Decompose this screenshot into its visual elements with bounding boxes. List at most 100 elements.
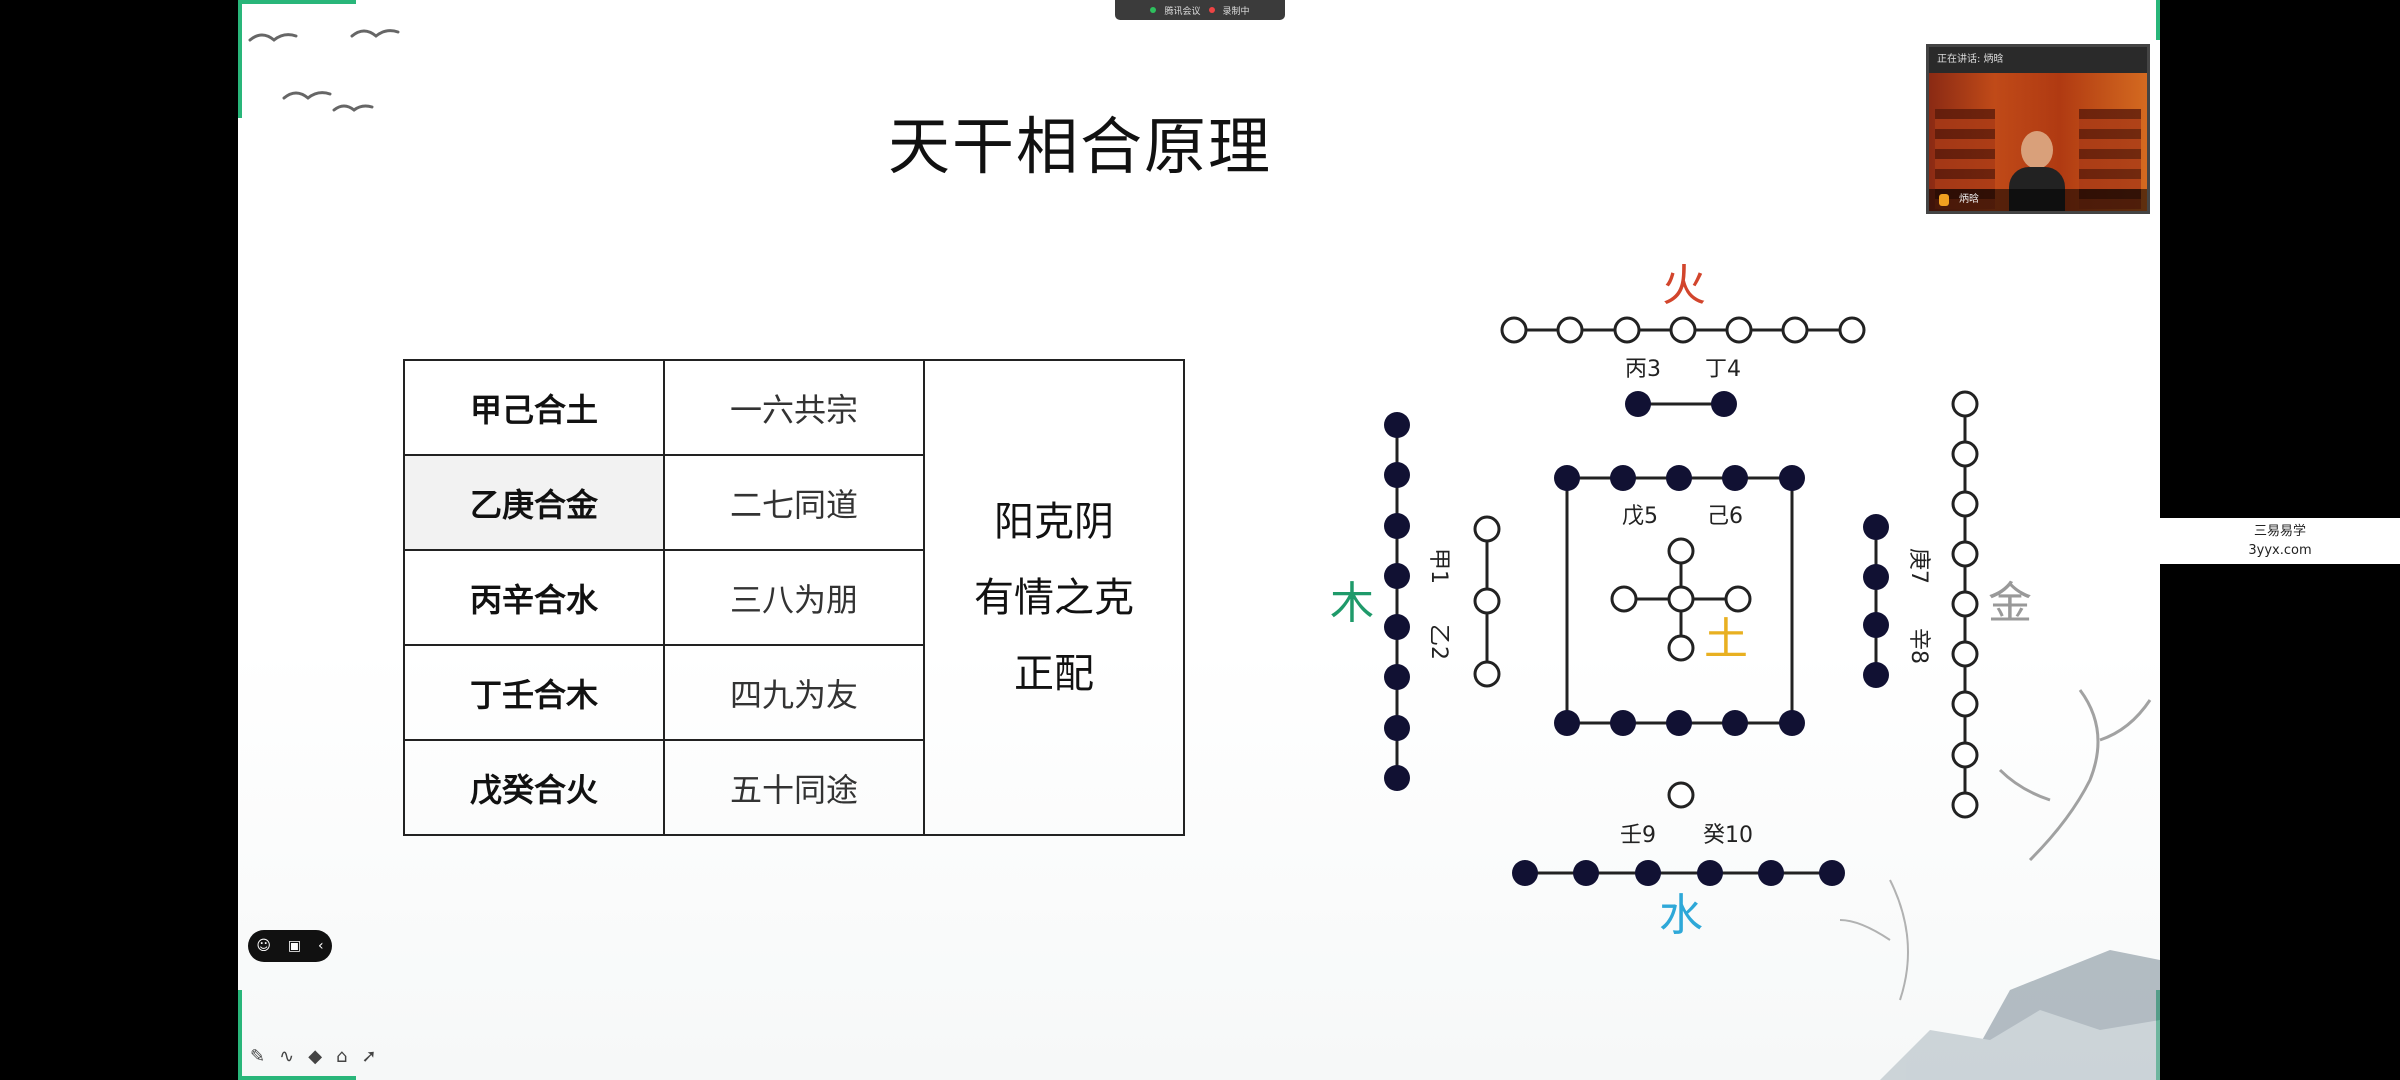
slide-title: 天干相合原理 bbox=[887, 110, 1272, 183]
corner-accent bbox=[238, 0, 356, 4]
stem-combination-table: 甲己合土 一六共宗 阳克阴 有情之克 正配 乙庚合金 二七同道 丙辛合水 三八为… bbox=[403, 359, 1185, 836]
hetu-dot-solid bbox=[1863, 514, 1889, 540]
hetu-dot-solid bbox=[1384, 513, 1410, 539]
saying-cell: 二七同道 bbox=[663, 454, 925, 551]
summary-cell: 阳克阴 有情之克 正配 bbox=[923, 359, 1185, 836]
stem-label-ding4: 丁4 bbox=[1705, 357, 1741, 382]
stem-label-jia1: 甲1 bbox=[1426, 548, 1451, 584]
meeting-app-label: 腾讯会议 bbox=[1164, 6, 1201, 17]
corner-accent bbox=[238, 1076, 356, 1080]
hetu-dot-solid bbox=[1384, 462, 1410, 488]
summary-line: 正配 bbox=[1014, 650, 1094, 697]
hetu-dot-solid bbox=[1697, 860, 1723, 886]
pair-cell: 乙庚合金 bbox=[403, 454, 665, 551]
hetu-dot-solid bbox=[1779, 465, 1805, 491]
hetu-dots bbox=[1384, 316, 1979, 886]
collapse-chevron-icon[interactable]: ‹ bbox=[317, 938, 324, 954]
hetu-dot-solid bbox=[1384, 412, 1410, 438]
corner-accent bbox=[2156, 0, 2160, 40]
hetu-dot-hollow bbox=[1667, 585, 1695, 613]
emoji-icon[interactable]: ☺ bbox=[256, 938, 272, 954]
table-row: 丁壬合木 四九为友 bbox=[403, 644, 1184, 741]
hetu-dot-solid bbox=[1610, 710, 1636, 736]
hetu-dot-hollow bbox=[1724, 585, 1752, 613]
element-water-label: 水 bbox=[1659, 890, 1703, 941]
corner-accent bbox=[238, 0, 242, 118]
watermark-line2: 3yyx.com bbox=[2248, 543, 2312, 558]
hetu-dot-hollow bbox=[1838, 316, 1866, 344]
hetu-dot-solid bbox=[1863, 662, 1889, 688]
meeting-indicator-icon bbox=[1150, 7, 1157, 13]
hetu-dot-solid bbox=[1863, 612, 1889, 638]
hetu-dot-solid bbox=[1554, 465, 1580, 491]
hetu-dot-solid bbox=[1722, 465, 1748, 491]
hetu-dot-hollow bbox=[1951, 540, 1979, 568]
hetu-dot-solid bbox=[1711, 391, 1737, 417]
hetu-dot-hollow bbox=[1669, 316, 1697, 344]
pair-cell: 甲己合土 bbox=[403, 359, 665, 456]
meeting-status-bar[interactable]: 腾讯会议 录制中 bbox=[1115, 0, 1285, 20]
hetu-dot-solid bbox=[1863, 564, 1889, 590]
hetu-dot-hollow bbox=[1473, 660, 1501, 688]
hetu-dot-hollow bbox=[1951, 791, 1979, 819]
screen-share-icon[interactable]: ▣ bbox=[287, 938, 302, 954]
curve-icon[interactable]: ∿ bbox=[279, 1046, 295, 1067]
hetu-dot-solid bbox=[1635, 860, 1661, 886]
hetu-dot-hollow bbox=[1951, 390, 1979, 418]
speaker-video-tile[interactable]: 正在讲话: 炳晗 炳晗 bbox=[1926, 44, 2150, 214]
hetu-dot-hollow bbox=[1667, 781, 1695, 809]
hetu-dot-hollow bbox=[1473, 515, 1501, 543]
stem-label-ren9: 壬9 bbox=[1620, 823, 1656, 848]
recording-status: 录制中 bbox=[1222, 6, 1250, 17]
pair-cell: 戊癸合火 bbox=[403, 739, 665, 836]
pointer-icon[interactable]: ➚ bbox=[361, 1046, 377, 1067]
saying-cell: 一六共宗 bbox=[663, 359, 925, 456]
stem-label-bing3: 丙3 bbox=[1625, 357, 1661, 382]
pair-cell: 丙辛合水 bbox=[403, 549, 665, 646]
eraser-icon[interactable]: ◆ bbox=[308, 1046, 323, 1067]
hetu-dot-solid bbox=[1758, 860, 1784, 886]
hetu-dot-solid bbox=[1722, 710, 1748, 736]
birds-decor bbox=[248, 29, 400, 112]
hetu-dot-hollow bbox=[1951, 690, 1979, 718]
hetu-dot-hollow bbox=[1556, 316, 1584, 344]
stem-label-ji6: 己6 bbox=[1707, 504, 1743, 529]
hetu-dot-hollow bbox=[1951, 741, 1979, 769]
hetu-dot-solid bbox=[1384, 563, 1410, 589]
mic-icon bbox=[1939, 194, 1949, 206]
stem-label-geng7: 庚7 bbox=[1906, 548, 1931, 584]
stem-label-xin8: 辛8 bbox=[1906, 628, 1931, 664]
hetu-dot-solid bbox=[1625, 391, 1651, 417]
hetu-dot-hollow bbox=[1781, 316, 1809, 344]
hetu-dot-solid bbox=[1666, 710, 1692, 736]
table-row: 乙庚合金 二七同道 bbox=[403, 454, 1184, 551]
recording-icon bbox=[1208, 7, 1215, 13]
element-metal-label: 金 bbox=[1988, 578, 2032, 629]
speaker-name: 炳晗 bbox=[1929, 189, 2147, 211]
corner-accent bbox=[238, 990, 242, 1080]
hetu-dot-hollow bbox=[1725, 316, 1753, 344]
floating-toolbar[interactable]: ☺ ▣ ‹ bbox=[248, 930, 332, 962]
watermark-line1: 三易易学 bbox=[2253, 524, 2306, 539]
stem-label-wu5: 戊5 bbox=[1622, 504, 1658, 529]
hetu-dot-solid bbox=[1573, 860, 1599, 886]
hetu-dot-hollow bbox=[1951, 440, 1979, 468]
element-wood-label: 木 bbox=[1330, 578, 1374, 629]
table-row: 甲己合土 一六共宗 阳克阴 有情之克 正配 bbox=[403, 359, 1185, 836]
hetu-dot-solid bbox=[1384, 765, 1410, 791]
hetu-dot-hollow bbox=[1613, 316, 1641, 344]
saying-cell: 四九为友 bbox=[663, 644, 925, 741]
hetu-dot-solid bbox=[1512, 860, 1538, 886]
hetu-dot-solid bbox=[1554, 710, 1580, 736]
hetu-dot-hollow bbox=[1951, 590, 1979, 618]
pair-cell: 丁壬合木 bbox=[403, 644, 665, 741]
stamp-icon[interactable]: ⌂ bbox=[336, 1046, 348, 1067]
hetu-dot-solid bbox=[1610, 465, 1636, 491]
hetu-dot-solid bbox=[1819, 860, 1845, 886]
hetu-dot-hollow bbox=[1610, 585, 1638, 613]
stem-label-gui10: 癸10 bbox=[1703, 823, 1753, 848]
element-fire-label: 火 bbox=[1662, 260, 1706, 311]
pen-icon[interactable]: ✎ bbox=[250, 1046, 266, 1067]
hetu-dot-solid bbox=[1384, 715, 1410, 741]
